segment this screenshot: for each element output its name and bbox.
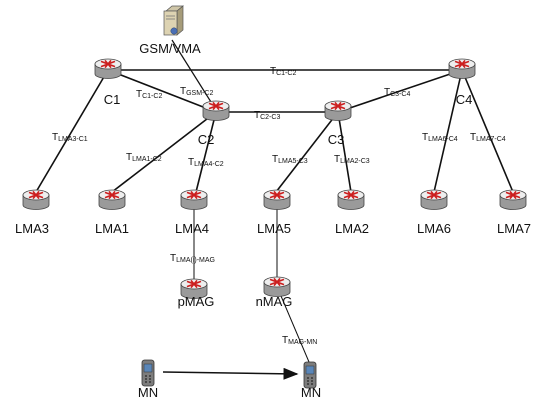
router-icon xyxy=(180,189,208,211)
link-gsm-c2 xyxy=(171,39,217,111)
router-c3: C3 xyxy=(324,100,352,147)
link-c1-c2 xyxy=(107,69,217,113)
link-label-lma6-c4: TLMA6-C4 xyxy=(422,132,458,143)
router-icon xyxy=(420,189,448,211)
router-lma1: LMA1 xyxy=(95,189,129,236)
node-label-c1: C1 xyxy=(104,92,121,107)
link-label-lma4-c2: TLMA4-C2 xyxy=(188,157,224,168)
link-lma7-c4 xyxy=(461,69,514,193)
link-label-lma7-c4: TLMA7-C4 xyxy=(470,132,506,143)
node-label-c2: C2 xyxy=(198,132,215,147)
node-label-c3: C3 xyxy=(328,132,345,147)
node-label-lma4: LMA4 xyxy=(175,221,209,236)
node-label-lma6: LMA6 xyxy=(417,221,451,236)
gsm-vma-node: GSM/VMA xyxy=(139,5,201,56)
router-icon xyxy=(94,58,122,80)
router-icon xyxy=(22,189,50,211)
mobile-phone-icon xyxy=(141,359,155,387)
link-lma3-c1 xyxy=(35,69,109,193)
node-label-lma5: LMA5 xyxy=(257,221,291,236)
link-label-c1-c2: TC1-C2 xyxy=(136,89,162,100)
link-lma2-c3 xyxy=(337,111,352,193)
link-label-lma1-c2: TLMA1-C2 xyxy=(126,152,162,163)
router-lma5: LMA5 xyxy=(257,189,291,236)
router-c1: C1 xyxy=(94,58,122,107)
link-lma6-c4 xyxy=(433,69,463,193)
link-label-c2-c3: TC2-C3 xyxy=(254,110,280,121)
link-c3-c4 xyxy=(337,69,463,113)
router-c2: C2 xyxy=(198,100,230,147)
node-label-mn-new: MN xyxy=(301,385,321,400)
router-icon xyxy=(202,100,230,122)
router-icon xyxy=(499,189,527,211)
links xyxy=(35,39,514,380)
node-label-lma7: LMA7 xyxy=(497,221,531,236)
router-icon xyxy=(263,189,291,211)
router-icon xyxy=(448,58,476,80)
link-label-c3-c4: TC3-C4 xyxy=(384,87,410,98)
link-lma1-c2 xyxy=(111,111,217,193)
node-label-c4: C4 xyxy=(456,92,473,107)
mn-movement-arrow xyxy=(162,367,299,380)
link-nmag-mn xyxy=(280,295,310,363)
link-label-lma-mag: TLMA(i)-MAG xyxy=(170,253,215,264)
link-label-c1-c4: TC1-C2 xyxy=(270,66,296,77)
router-c4: C4 xyxy=(448,58,476,107)
router-lma6: LMA6 xyxy=(417,189,451,236)
router-icon xyxy=(337,189,365,211)
link-lma5-c3 xyxy=(275,111,339,193)
link-labels: TC1-C2 TGSM-C2 TC1-C2 TC2-C3 TC3-C4 TLMA… xyxy=(52,66,506,346)
link-lma4-c2 xyxy=(195,111,217,193)
mn-old-position: MN xyxy=(138,359,158,400)
node-label-lma2: LMA2 xyxy=(335,221,369,236)
router-lma2: LMA2 xyxy=(335,189,369,236)
node-label-lma3: LMA3 xyxy=(15,221,49,236)
router-icon xyxy=(324,100,352,122)
link-label-mag-mn: TMAG-MN xyxy=(282,335,317,346)
link-label-lma2-c3: TLMA2-C3 xyxy=(334,154,370,165)
link-label-lma3-c1: TLMA3-C1 xyxy=(52,132,88,143)
node-label-lma1: LMA1 xyxy=(95,221,129,236)
link-label-gsm-c2: TGSM-C2 xyxy=(180,86,213,97)
node-label-pmag: pMAG xyxy=(178,294,215,309)
server-icon xyxy=(163,5,184,36)
router-lma7: LMA7 xyxy=(497,189,531,236)
router-nmag: nMAG xyxy=(256,276,293,309)
router-lma3: LMA3 xyxy=(15,189,50,236)
router-icon xyxy=(98,189,126,211)
router-lma4: LMA4 xyxy=(175,189,209,236)
node-label-mn-old: MN xyxy=(138,385,158,400)
router-pmag: pMAG xyxy=(178,278,215,309)
link-label-lma5-c3: TLMA5-C3 xyxy=(272,154,308,165)
node-label-nmag: nMAG xyxy=(256,294,293,309)
mn-new-position: MN xyxy=(301,361,321,400)
node-label-gsm: GSM/VMA xyxy=(139,41,201,56)
